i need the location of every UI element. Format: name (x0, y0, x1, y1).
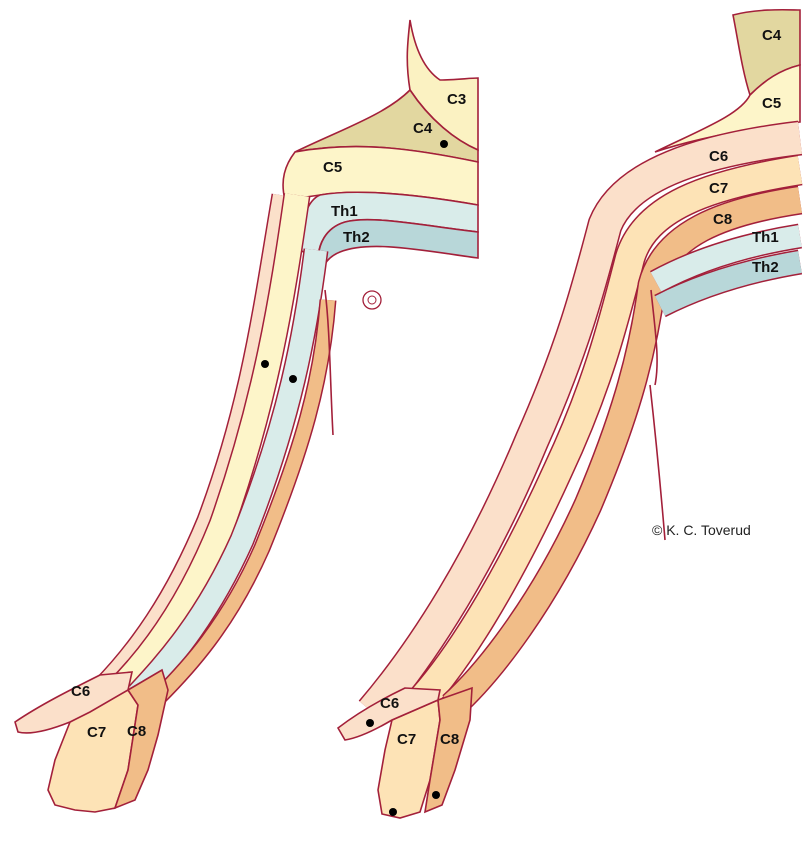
label-c4: C4 (413, 120, 433, 137)
c6-key-point (366, 719, 374, 727)
th2-shoulder-band (654, 251, 802, 316)
left-arm-figure: C3 C4 C5 Th1 Th2 C6 C7 C8 (14, 19, 479, 813)
c8-hand-region (423, 686, 473, 814)
label-c6-hand: C6 (380, 695, 399, 712)
th1-arm-band (129, 248, 327, 702)
label-c7-hand: C7 (397, 731, 416, 748)
c7-arm-band (400, 156, 803, 723)
label-c7: C7 (87, 724, 106, 741)
axilla-contour (324, 289, 334, 436)
c8-hand-region (113, 668, 169, 810)
c4-key-point (440, 140, 448, 148)
nipple-icon (362, 290, 382, 310)
label-th2: Th2 (752, 259, 779, 276)
label-th2: Th2 (343, 229, 370, 246)
c6-arm-band (94, 193, 287, 691)
label-c6: C6 (71, 683, 90, 700)
label-c4: C4 (762, 27, 782, 44)
c8-key-point (432, 791, 440, 799)
label-c8: C8 (713, 211, 732, 228)
label-c5: C5 (323, 159, 342, 176)
copyright-notice: © K. C. Toverud (652, 522, 751, 538)
th1-key-point (289, 375, 297, 383)
c6-thumb-region (14, 671, 134, 734)
c6-thumb-region (336, 687, 441, 741)
label-th1: Th1 (331, 203, 358, 220)
c6-arm-band (359, 122, 802, 723)
label-c6: C6 (709, 148, 728, 165)
th2-shoulder-region (317, 218, 479, 281)
right-arm-figure: C4 C5 C6 C7 C8 Th1 Th2 C6 C7 C8 (336, 8, 803, 819)
c5-key-point (261, 360, 269, 368)
label-c7: C7 (709, 180, 728, 197)
label-th1: Th1 (752, 229, 779, 246)
label-c8-hand: C8 (440, 731, 459, 748)
label-c5: C5 (762, 95, 781, 112)
axilla-contour (649, 289, 666, 541)
c7-key-point (389, 808, 397, 816)
c8-arm-band (153, 299, 335, 703)
th1-shoulder-band (650, 225, 802, 292)
label-c3: C3 (447, 91, 466, 108)
c8-arm-band (443, 187, 802, 716)
c5-arm-band (109, 193, 309, 699)
label-c8: C8 (127, 723, 146, 740)
